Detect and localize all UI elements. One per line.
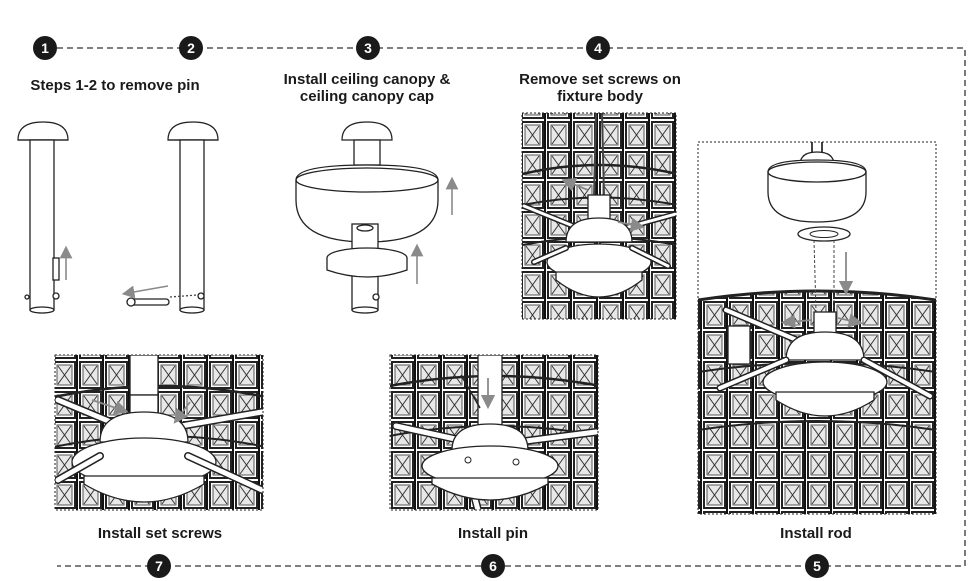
label-install-set-screws: Install set screws — [97, 525, 223, 542]
label-install-pin: Install pin — [457, 525, 528, 542]
label-remove-set-screws: Remove set screws on fixture body — [500, 71, 700, 105]
step-badge-3: 3 — [356, 36, 380, 60]
step-badge-2: 2 — [179, 36, 203, 60]
label-remove-set-screws-line1: Remove set screws on — [519, 71, 681, 88]
label-install-canopy-line2: ceiling canopy cap — [299, 88, 435, 105]
step-badge-6: 6 — [481, 554, 505, 578]
step3-canopy-illustration — [295, 121, 459, 314]
step4-panel — [521, 112, 677, 320]
step-badge-5: 5 — [805, 554, 829, 578]
label-install-rod: Install rod — [780, 525, 852, 542]
label-install-canopy-line1: Install ceiling canopy & — [283, 71, 451, 88]
step6-panel — [389, 354, 599, 511]
label-remove-set-screws-line2: fixture body — [557, 88, 643, 105]
label-install-canopy: Install ceiling canopy & ceiling canopy … — [262, 71, 472, 105]
step2-rod-illustration — [121, 121, 219, 314]
step-badge-7: 7 — [147, 554, 171, 578]
step1-rod-illustration — [17, 121, 73, 314]
label-remove-pin: Steps 1-2 to remove pin — [30, 77, 200, 94]
step7-panel — [54, 354, 264, 511]
flow-line — [57, 47, 966, 567]
step-badge-1: 1 — [33, 36, 57, 60]
step-badge-4: 4 — [586, 36, 610, 60]
step5-panel — [697, 141, 937, 515]
